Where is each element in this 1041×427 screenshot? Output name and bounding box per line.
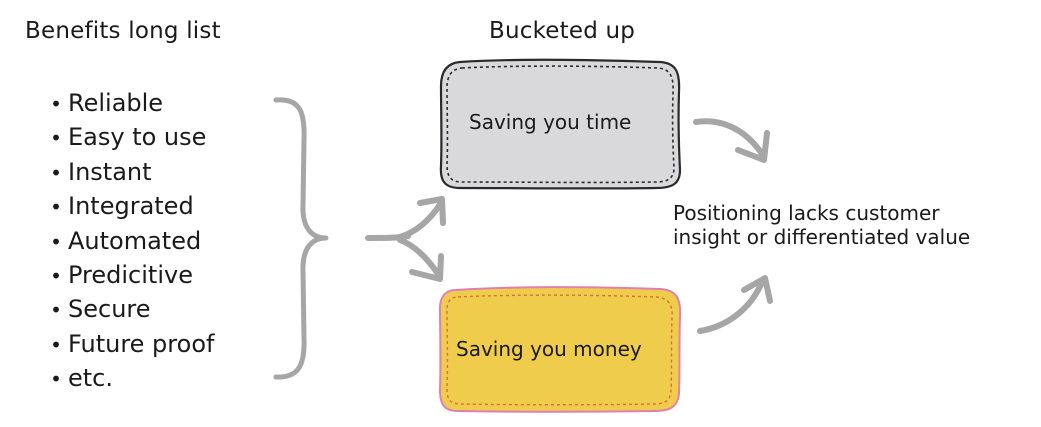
- buckets-heading: Bucketed up: [489, 18, 636, 44]
- money-bucket-label: Saving you money: [456, 337, 642, 361]
- money-to-conclusion-arrow: [697, 279, 765, 334]
- bullet-icon: •: [50, 195, 62, 220]
- time-bucket-label: Saving you time: [469, 110, 632, 134]
- list-item: •Automated: [44, 224, 214, 258]
- bullet-icon: •: [50, 160, 62, 185]
- money-bucket-box: [438, 286, 682, 413]
- list-item: •Reliable: [44, 86, 214, 120]
- conclusion-text: Positioning lacks customer insight or di…: [673, 201, 1033, 249]
- list-item: •Future proof: [44, 327, 214, 361]
- list-item: •Predicitive: [44, 258, 214, 292]
- conclusion-line-1: Positioning lacks customer: [673, 201, 940, 225]
- time-bucket-inner-dash: [446, 65, 675, 184]
- bullet-icon: •: [50, 126, 62, 151]
- list-item: •Integrated: [44, 189, 214, 223]
- bullet-icon: •: [50, 298, 62, 323]
- arrowhead-up-icon: [417, 196, 446, 226]
- bullet-icon: •: [50, 263, 62, 288]
- bullet-icon: •: [50, 332, 62, 357]
- bullet-icon: •: [50, 367, 62, 392]
- benefits-heading: Benefits long list: [25, 18, 221, 44]
- benefits-list: •Reliable •Easy to use •Instant •Integra…: [44, 86, 214, 396]
- bullet-icon: •: [50, 229, 62, 254]
- split-arrow-down: [397, 237, 443, 280]
- split-arrow-up: [397, 200, 444, 240]
- list-item: •Instant: [44, 155, 214, 189]
- curly-brace: [273, 97, 329, 380]
- list-item: •Easy to use: [44, 120, 214, 154]
- bullet-icon: •: [50, 92, 62, 116]
- time-to-conclusion-arrow: [693, 118, 765, 157]
- time-bucket-box: [439, 58, 682, 190]
- money-bucket-inner-dash: [446, 294, 673, 406]
- list-item: •Secure: [44, 292, 214, 326]
- conclusion-line-2: insight or differentiated value: [673, 225, 971, 249]
- arrowhead-down-icon: [409, 253, 444, 282]
- arrowhead-money-icon: [741, 275, 773, 304]
- arrowhead-time-icon: [735, 130, 770, 163]
- list-item: •etc.: [44, 361, 214, 395]
